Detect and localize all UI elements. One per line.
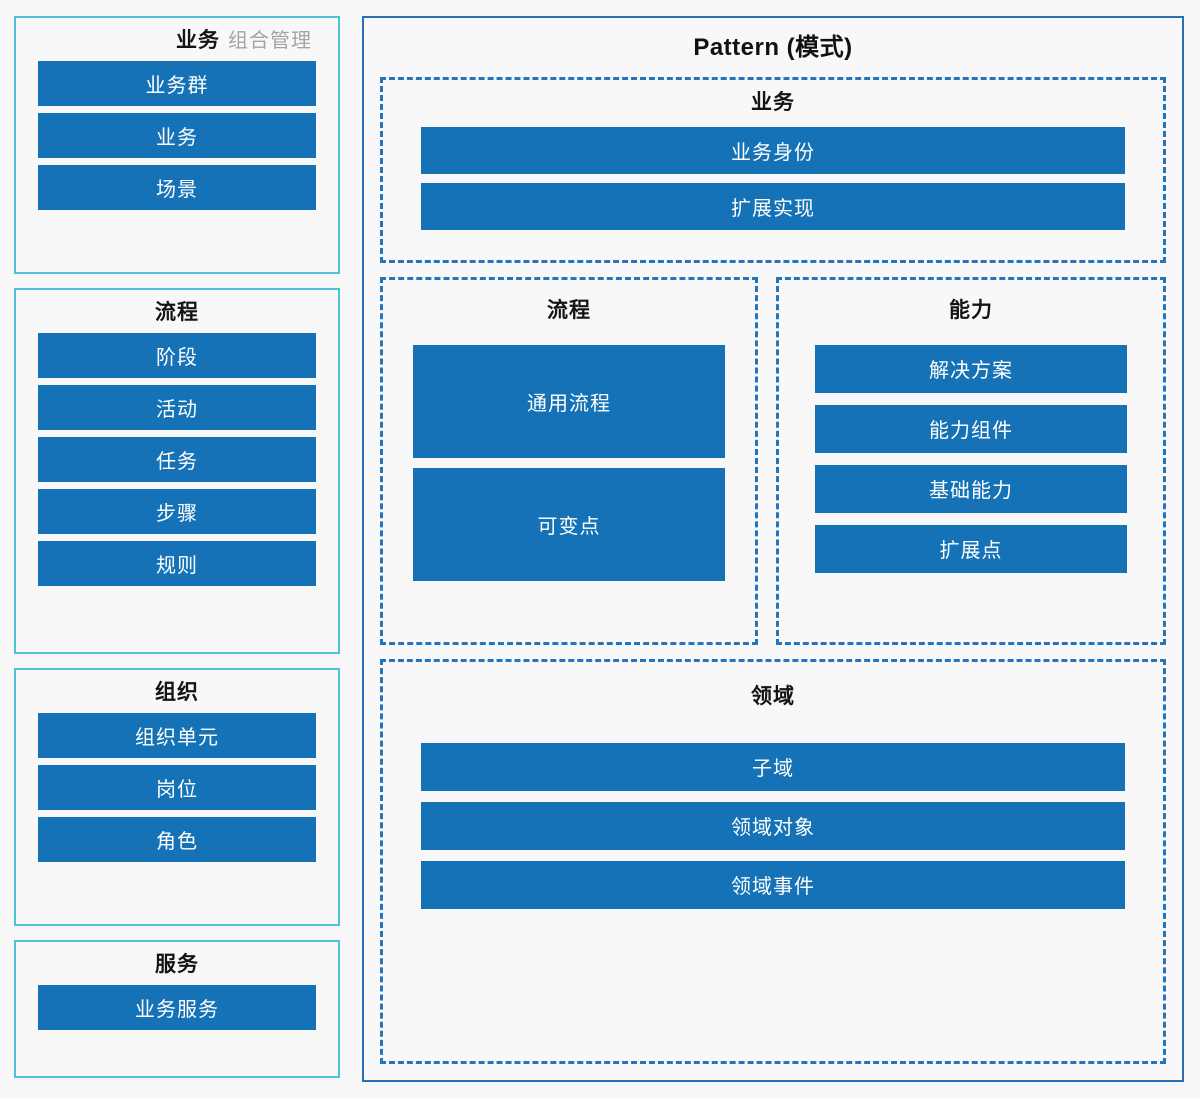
list-item[interactable]: 扩展点 [815, 524, 1127, 573]
list-item[interactable]: 岗位 [38, 765, 316, 811]
list-item[interactable]: 业务服务 [38, 985, 316, 1031]
card-process-title: 流程 [155, 301, 199, 324]
card-service: 服务 业务服务 [14, 940, 340, 1078]
section-process: 流程 通用流程 可变点 [380, 276, 758, 645]
section-capability-title: 能力 [949, 298, 993, 322]
list-item[interactable]: 活动 [38, 385, 316, 431]
section-business: 业务 业务身份 扩展实现 [380, 76, 1166, 263]
list-item[interactable]: 扩展实现 [421, 182, 1125, 230]
left-column: 业务组合管理 业务群 业务 场景 流程 阶段 活动 任务 步骤 规则 组织 组织… [14, 16, 340, 1082]
list-item[interactable]: 业务 [38, 113, 316, 159]
section-business-title: 业务 [751, 90, 795, 114]
middle-row: 流程 通用流程 可变点 能力 解决方案 能力组件 基础能力 扩展点 [380, 276, 1166, 645]
card-business-title: 业务 [176, 29, 220, 52]
card-service-title: 服务 [155, 953, 199, 976]
card-business-header: 业务组合管理 [38, 28, 316, 53]
section-process-title: 流程 [547, 298, 591, 322]
card-process: 流程 阶段 活动 任务 步骤 规则 [14, 288, 340, 654]
list-item[interactable]: 步骤 [38, 489, 316, 535]
list-item[interactable]: 子域 [421, 742, 1125, 791]
card-service-header: 服务 [38, 952, 316, 977]
section-domain-title: 领域 [751, 684, 795, 708]
card-business-subtitle: 组合管理 [228, 30, 312, 52]
list-item[interactable]: 通用流程 [413, 344, 725, 458]
list-item[interactable]: 基础能力 [815, 464, 1127, 513]
section-domain: 领域 子域 领域对象 领域事件 [380, 658, 1166, 1064]
list-item[interactable]: 业务身份 [421, 126, 1125, 174]
card-organization-header: 组织 [38, 680, 316, 705]
page-title: Pattern (模式) [693, 34, 853, 61]
list-item[interactable]: 阶段 [38, 333, 316, 379]
list-item[interactable]: 解决方案 [815, 344, 1127, 393]
list-item[interactable]: 规则 [38, 541, 316, 587]
card-organization-title: 组织 [155, 681, 199, 704]
card-business: 业务组合管理 业务群 业务 场景 [14, 16, 340, 274]
list-item[interactable]: 领域对象 [421, 801, 1125, 850]
list-item[interactable]: 场景 [38, 165, 316, 211]
card-organization: 组织 组织单元 岗位 角色 [14, 668, 340, 926]
list-item[interactable]: 角色 [38, 817, 316, 863]
section-capability: 能力 解决方案 能力组件 基础能力 扩展点 [776, 276, 1166, 645]
list-item[interactable]: 业务群 [38, 61, 316, 107]
list-item[interactable]: 能力组件 [815, 404, 1127, 453]
pattern-panel: Pattern (模式) 业务 业务身份 扩展实现 流程 通用流程 可变点 能力… [362, 16, 1184, 1082]
list-item[interactable]: 组织单元 [38, 713, 316, 759]
card-process-header: 流程 [38, 300, 316, 325]
list-item[interactable]: 可变点 [413, 467, 725, 581]
list-item[interactable]: 领域事件 [421, 860, 1125, 909]
list-item[interactable]: 任务 [38, 437, 316, 483]
